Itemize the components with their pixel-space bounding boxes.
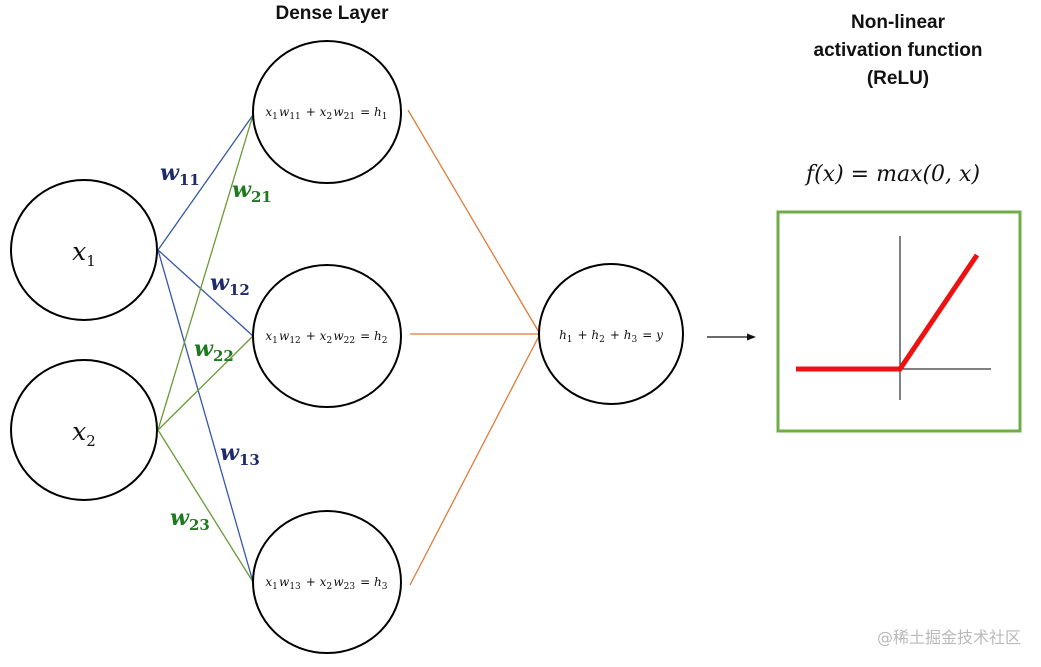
edge-x1-h3 (157, 249, 254, 583)
edge-x1-h2 (157, 249, 254, 337)
arrow-to-activation (707, 333, 756, 341)
output-node: h1 + h2 + h3 = y (538, 263, 684, 405)
hidden-node-h3: x1 w13 + x2 w23 = h3 (252, 510, 402, 654)
input-node-x1: x1 (10, 179, 158, 321)
edge-x2-h2 (157, 335, 254, 431)
edge-h3-out (409, 333, 541, 586)
x1-edges (157, 114, 254, 583)
relu-plot (776, 210, 1022, 433)
hidden-equation-h3: x1 w13 + x2 w23 = h3 (265, 575, 388, 592)
hidden-equation-h1: x1 w11 + x2 w21 = h1 (265, 105, 388, 122)
weight-label-w12: w12 (210, 270, 250, 299)
activation-title: Non-linear activation function (ReLU) (814, 12, 983, 89)
input-label-x1: x1 (72, 237, 96, 270)
activation-title-line-2: activation function (814, 40, 983, 61)
weight-label-w11: w11 (160, 160, 200, 189)
x2-edges (157, 114, 254, 583)
relu-curve (796, 253, 980, 372)
dense-layer-title: Dense Layer (275, 3, 389, 24)
hidden-equation-h2: x1 w12 + x2 w22 = h2 (265, 329, 388, 346)
activation-title-line-3: (ReLU) (867, 68, 929, 89)
edge-x2-h1 (157, 114, 254, 431)
weight-label-w21: w21 (232, 177, 272, 206)
hidden-node-h1: x1 w11 + x2 w21 = h1 (252, 40, 402, 184)
edge-x1-h1 (157, 114, 254, 251)
weight-label-w23: w23 (170, 505, 210, 534)
input-label-x2: x2 (72, 417, 96, 450)
output-equation: h1 + h2 + h3 = y (559, 328, 663, 345)
watermark: @稀土掘金技术社区 (877, 628, 1021, 647)
hidden-node-h2: x1 w12 + x2 w22 = h2 (252, 264, 402, 408)
weight-label-w13: w13 (220, 440, 260, 469)
edge-h1-out (407, 109, 541, 335)
activation-title-line-1: Non-linear (851, 12, 946, 33)
weight-label-w22: w22 (194, 336, 234, 365)
edge-x2-h3 (157, 429, 254, 583)
hidden-to-output-edges (407, 109, 541, 586)
relu-plot-frame (776, 210, 1022, 433)
input-node-x2: x2 (10, 359, 158, 501)
relu-formula: f(x) = max(0, x) (804, 162, 980, 187)
